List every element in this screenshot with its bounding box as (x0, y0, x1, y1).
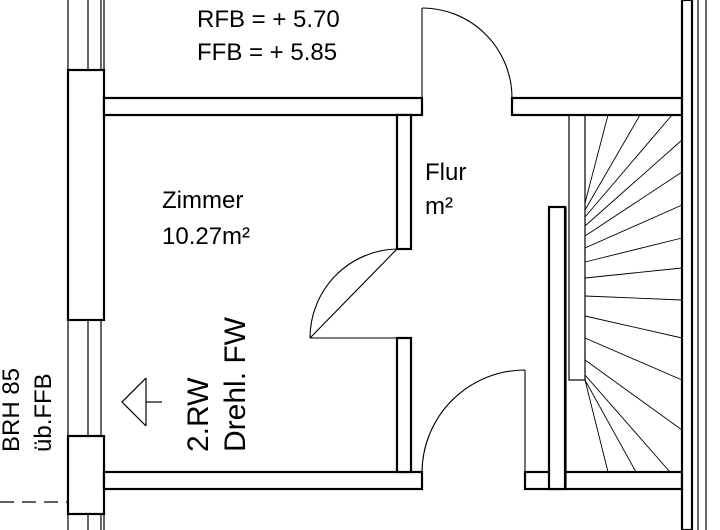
door-swing-bottom (421, 369, 526, 473)
room-name-flur: Flur (425, 159, 466, 186)
room-area-flur: m² (425, 193, 453, 220)
window-opening-label: Drehl. FW (219, 316, 252, 452)
top-wall-right (510, 96, 684, 117)
door-swing-zimmer (309, 248, 398, 339)
room-name-zimmer: Zimmer (162, 187, 243, 214)
window-direction-arrow-icon (121, 377, 162, 427)
window-sill-reference-label: üb.FFB (30, 373, 57, 452)
top-wall-left (102, 96, 424, 117)
room-area-zimmer: 10.27m² (162, 223, 250, 250)
right-wall (680, 0, 694, 530)
rfb-level-label: RFB = + 5.70 (197, 6, 340, 33)
partition-wall-lower (395, 336, 413, 474)
window-sill-height-label: BRH 85 (0, 368, 25, 452)
left-window-glazing (67, 0, 102, 530)
door-swing-top (421, 7, 513, 99)
bottom-wall-left (102, 470, 424, 491)
staircase (568, 114, 683, 473)
left-wall-pier-lower (66, 434, 106, 516)
window-type-label: 2.RW (182, 377, 215, 452)
stair-wall (547, 205, 567, 491)
left-wall-pier-upper (66, 68, 106, 322)
ffb-level-label: FFB = + 5.85 (197, 39, 337, 66)
partition-wall-upper (395, 113, 413, 251)
